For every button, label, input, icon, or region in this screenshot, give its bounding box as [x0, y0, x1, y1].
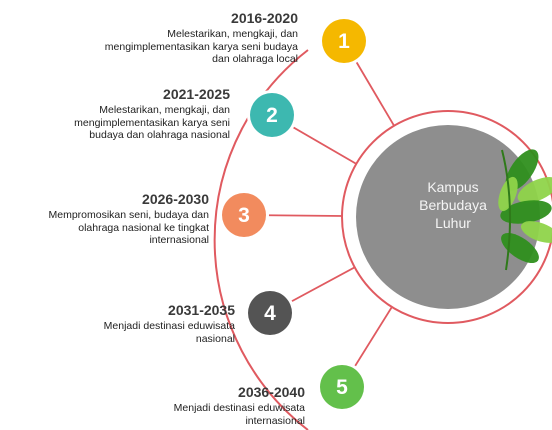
- stage-5-years: 2036-2040: [238, 384, 305, 400]
- stage-2-text: 2021-2025 Melestarikan, mengkaji, dan me…: [74, 86, 230, 142]
- stage-4-description-line: nasional: [195, 332, 235, 345]
- stage-5-description: Menjadi destinasi eduwisata internasiona…: [174, 402, 305, 427]
- marker-circle: [248, 291, 292, 335]
- stage-2-description-line: mengimplementasikan karya seni: [74, 116, 230, 129]
- stage-4-years: 2031-2035: [168, 302, 235, 318]
- stage-2-description-line: budaya dan olahraga nasional: [89, 129, 230, 141]
- stage-2-description-line: Melestarikan, mengkaji, dan: [99, 104, 230, 116]
- stage-1-marker: 1: [319, 16, 369, 66]
- stage-5-description-line: internasional: [245, 414, 305, 427]
- center-label-line: Berbudaya: [419, 197, 487, 213]
- leaf-decoration: [498, 149, 552, 271]
- stage-5-text: 2036-2040 Menjadi destinasi eduwisata in…: [174, 384, 305, 427]
- stage-3-description-line: Mempromosikan seni, budaya dan: [48, 209, 209, 221]
- stage-1-text: 2016-2020 Melestarikan, mengkaji, dan me…: [105, 10, 298, 66]
- leaf-shape: [498, 176, 518, 212]
- leaf-shape: [520, 221, 552, 243]
- stage-1-description-line: Melestarikan, mengkaji, dan: [167, 28, 298, 40]
- center-circle: [356, 125, 540, 309]
- leaf-shape: [517, 177, 552, 203]
- marker-circle: [320, 365, 364, 409]
- stage-number: 5: [336, 376, 348, 399]
- stage-4-text: 2031-2035 Menjadi destinasi eduwisata na…: [104, 302, 235, 345]
- stage-3-marker: 3: [219, 190, 269, 240]
- marker-circle: [322, 19, 366, 63]
- center-label-line: Luhur: [435, 215, 471, 231]
- stage-4-description-line: Menjadi destinasi eduwisata: [103, 320, 235, 332]
- marker-circle: [250, 93, 294, 137]
- center-label: Kampus Berbudaya Luhur: [395, 178, 511, 232]
- stage-number: 2: [266, 104, 278, 127]
- stage-3-description-line: internasional: [149, 234, 209, 246]
- leaf-shape: [500, 200, 552, 224]
- stage-5-description-line: Menjadi destinasi eduwisata: [173, 402, 305, 414]
- stage-3-text: 2026-2030 Mempromosikan seni, budaya dan…: [48, 191, 209, 247]
- center-label-line: Kampus: [427, 179, 479, 195]
- stage-3-description: Mempromosikan seni, budaya dan olahraga …: [48, 209, 209, 247]
- stage-3-description-line: olahraga nasional ke tingkat: [78, 221, 209, 234]
- leaf-stem: [501, 149, 512, 271]
- stage-2-years: 2021-2025: [163, 86, 230, 102]
- stage-2-marker: 2: [247, 90, 297, 140]
- stage-number: 3: [238, 204, 250, 227]
- stage-4-marker: 4: [245, 288, 295, 338]
- stage-1-description-line: mengimplementasikan karya seni budaya: [104, 40, 298, 53]
- marker-circle: [222, 193, 266, 237]
- stage-1-description: Melestarikan, mengkaji, dan mengimplemen…: [105, 28, 298, 66]
- leaf-shape: [501, 232, 539, 264]
- stage-4-description: Menjadi destinasi eduwisata nasional: [104, 320, 235, 345]
- stage-number: 1: [338, 30, 350, 53]
- stage-1-description-line: dan olahraga local: [212, 53, 298, 65]
- stage-number: 4: [264, 302, 276, 325]
- stage-3-years: 2026-2030: [142, 191, 209, 207]
- stage-1-years: 2016-2020: [231, 10, 298, 26]
- stage-5-marker: 5: [317, 362, 367, 412]
- stage-2-description: Melestarikan, mengkaji, dan mengimplemen…: [74, 104, 230, 142]
